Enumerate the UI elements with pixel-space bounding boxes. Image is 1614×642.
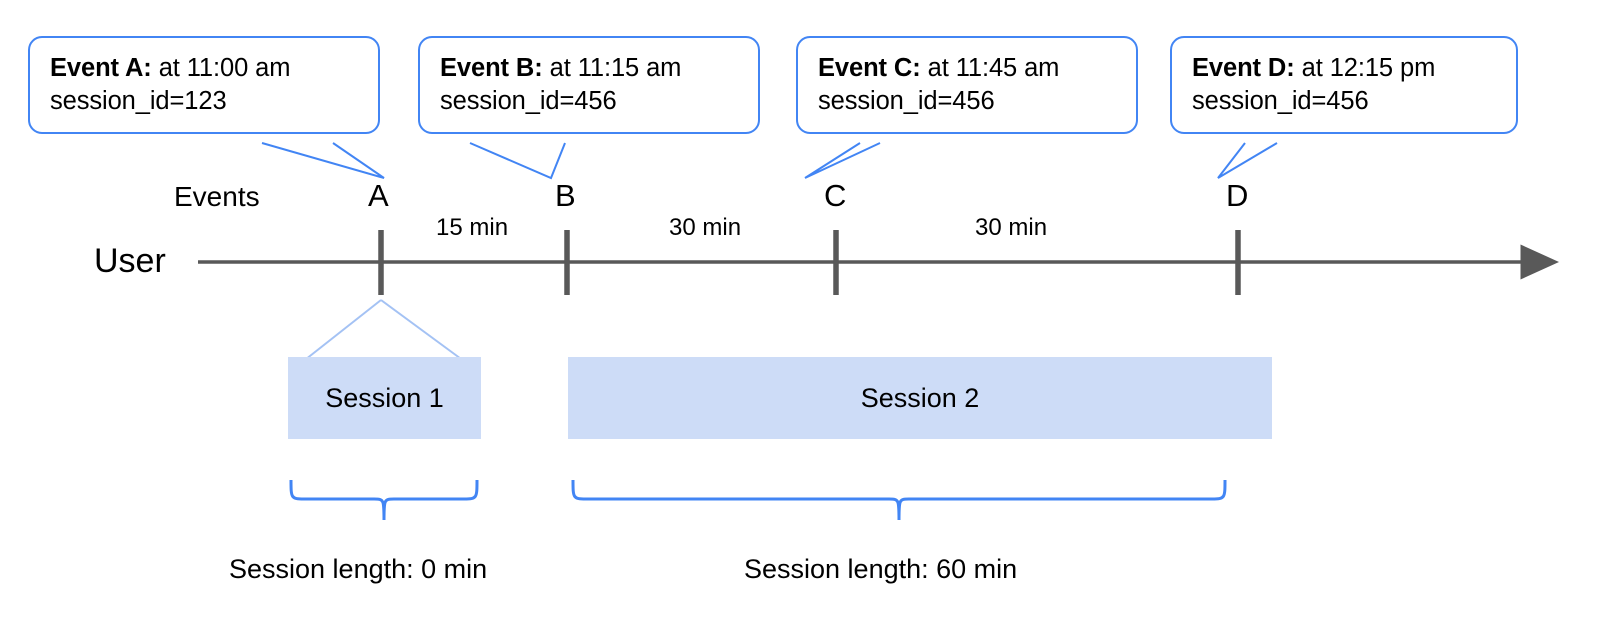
callout-c-time: at 11:45 am (927, 54, 1060, 82)
session1-connector-left (295, 299, 382, 368)
session-bar-1[interactable]: Session 1 (288, 357, 481, 439)
callout-d-time: at 12:15 pm (1301, 54, 1436, 82)
callout-b-time: at 11:15 am (549, 54, 682, 82)
session-bar-2-label: Session 2 (860, 382, 980, 413)
callout-a-session: session_id=123 (50, 87, 227, 116)
callout-d-session: session_id=456 (1192, 87, 1369, 116)
callout-event-c[interactable]: Event C: at 11:45 am session_id=456 (796, 36, 1138, 135)
gap-label-b-c: 30 min (669, 214, 742, 241)
session-length-label-2: Session length: 60 min (744, 554, 1018, 584)
session-length-label-1: Session length: 0 min (229, 554, 488, 584)
brace-session-2 (571, 479, 1227, 521)
row-label-user: User (94, 242, 166, 280)
leader-line-b (469, 142, 566, 180)
gap-label-c-d: 30 min (975, 214, 1048, 241)
callout-b-line1: Event B: at 11:15 am (440, 52, 740, 85)
callout-event-d[interactable]: Event D: at 12:15 pm session_id=456 (1170, 36, 1518, 135)
callout-a-time: at 11:00 am (158, 54, 291, 82)
session1-connector-right (380, 299, 473, 368)
brace-session-1 (289, 479, 479, 521)
callout-d-head: Event D: (1192, 54, 1295, 82)
gap-label-a-b: 15 min (436, 214, 509, 241)
callout-c-session: session_id=456 (818, 87, 995, 116)
leader-line-a (261, 142, 385, 179)
timeline-axis (198, 230, 1559, 295)
session-braces (289, 479, 1227, 521)
session-bar-2[interactable]: Session 2 (568, 357, 1272, 439)
callout-a-line1: Event A: at 11:00 am (50, 52, 360, 85)
session1-connector (295, 299, 473, 368)
event-marker-d[interactable]: D (1226, 178, 1249, 213)
event-marker-c[interactable]: C (824, 178, 847, 213)
callout-event-b[interactable]: Event B: at 11:15 am session_id=456 (418, 36, 760, 135)
callout-b-session: session_id=456 (440, 87, 617, 116)
leader-line-c (804, 142, 881, 179)
callout-c-line1: Event C: at 11:45 am (818, 52, 1118, 85)
callout-c-head: Event C: (818, 54, 921, 82)
callout-d-line1: Event D: at 12:15 pm (1192, 52, 1498, 85)
session-bar-1-label: Session 1 (325, 382, 444, 413)
callout-a-head: Event A: (50, 54, 152, 82)
callout-b-head: Event B: (440, 54, 543, 82)
event-marker-a[interactable]: A (368, 178, 389, 213)
row-label-events: Events (174, 181, 260, 212)
event-marker-b[interactable]: B (555, 178, 576, 213)
leader-line-d (1217, 142, 1278, 179)
callout-event-a[interactable]: Event A: at 11:00 am session_id=123 (28, 36, 380, 135)
callout-leader-lines (261, 142, 1278, 180)
